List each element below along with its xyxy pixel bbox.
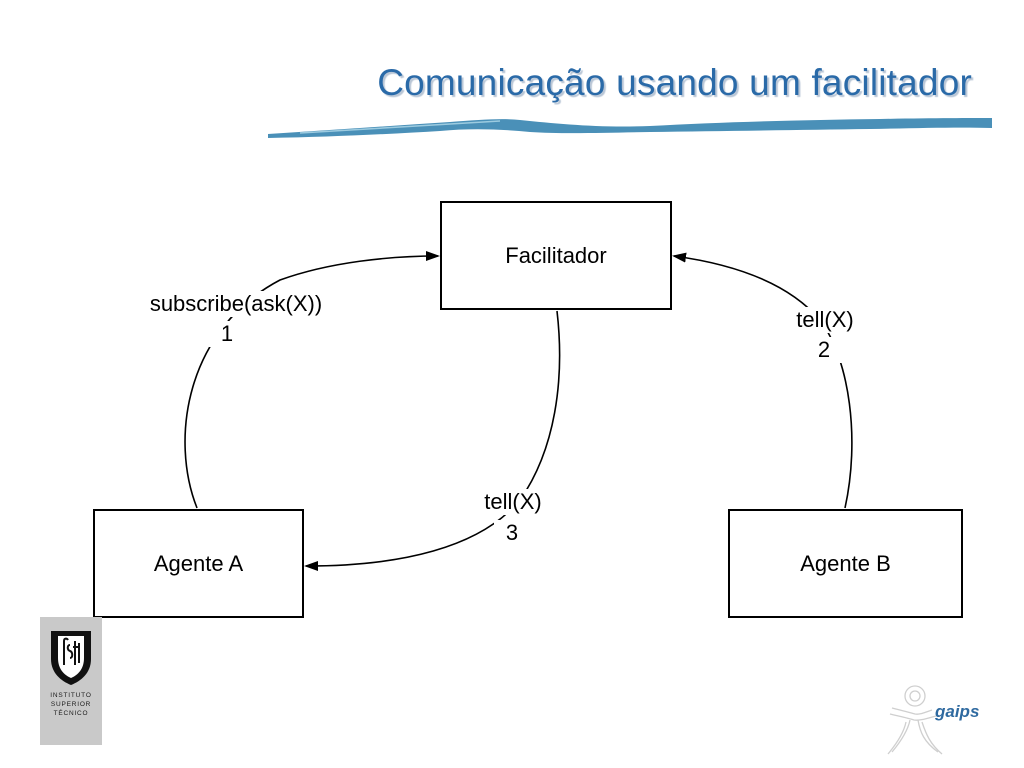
edge-2-order: 2: [806, 337, 842, 363]
gaips-wordmark: gaips: [935, 702, 980, 721]
gaips-figure-icon: [887, 685, 943, 755]
node-facilitador-label: Facilitador: [505, 242, 607, 268]
ist-shield-icon: [51, 631, 91, 685]
node-agente-b: Agente B: [728, 509, 963, 618]
edge-1-order: 1: [209, 321, 245, 347]
edge-2-message: tell(X): [782, 307, 868, 333]
node-agente-b-label: Agente B: [800, 550, 891, 576]
edge-2-connector: [672, 252, 853, 509]
edge-3-order: 3: [494, 520, 530, 546]
slide-title: Comunicação usando um facilitador: [377, 62, 972, 103]
ist-logo: INSTITUTO SUPERIOR TÉCNICO: [40, 617, 102, 745]
ist-line-1: INSTITUTO: [50, 692, 92, 699]
edge-3-message: tell(X): [470, 489, 556, 515]
ist-line-3: TÉCNICO: [53, 710, 89, 717]
ist-wordmark: INSTITUTO SUPERIOR TÉCNICO: [50, 691, 91, 718]
edge-1-message: subscribe(ask(X)): [120, 291, 352, 317]
swoosh-shape: [268, 118, 992, 138]
node-facilitador: Facilitador: [440, 201, 672, 310]
swoosh-highlight: [299, 120, 501, 134]
node-agente-a-label: Agente A: [153, 550, 244, 576]
node-agente-a: Agente A: [93, 509, 304, 618]
ist-line-2: SUPERIOR: [50, 701, 92, 708]
